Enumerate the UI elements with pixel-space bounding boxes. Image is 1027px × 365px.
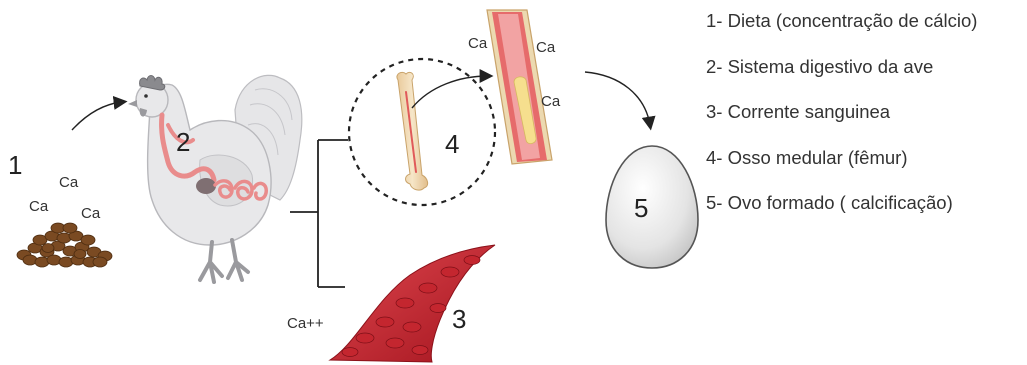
legend-item-digestive-system: 2- Sistema digestivo da ave bbox=[706, 54, 1024, 100]
femur-bone-small bbox=[397, 72, 428, 190]
arrow-bone-to-egg bbox=[585, 72, 650, 125]
bone-cross-section bbox=[487, 10, 552, 164]
bracket-connector bbox=[290, 140, 348, 287]
step-number-4: 4 bbox=[445, 129, 459, 160]
arrow-femur-to-section bbox=[412, 76, 488, 108]
step-number-1: 1 bbox=[8, 150, 22, 181]
legend-list: 1- Dieta (concentração de cálcio) 2- Sis… bbox=[706, 8, 1024, 236]
legend-item-egg-formed: 5- Ovo formado ( calcificação) bbox=[706, 190, 1024, 236]
legend-item-medullary-bone: 4- Osso medular (fêmur) bbox=[706, 145, 1024, 191]
egg-illustration bbox=[606, 146, 698, 268]
calcium-label: Ca bbox=[81, 205, 100, 222]
legend-item-bloodstream: 3- Corrente sanguinea bbox=[706, 99, 1024, 145]
hen-illustration bbox=[128, 75, 302, 282]
calcium-label: Ca bbox=[59, 174, 78, 191]
arrow-feed-to-hen bbox=[72, 102, 122, 130]
step-number-2: 2 bbox=[176, 127, 190, 158]
step-number-5: 5 bbox=[634, 193, 648, 224]
legend-item-diet: 1- Dieta (concentração de cálcio) bbox=[706, 8, 1024, 54]
calcium-label: Ca bbox=[29, 198, 48, 215]
calcium-label: Ca bbox=[536, 39, 555, 56]
calcium-ion-label: Ca++ bbox=[287, 315, 324, 332]
feed-pellets bbox=[17, 223, 112, 267]
calcium-label: Ca bbox=[468, 35, 487, 52]
step-number-3: 3 bbox=[452, 304, 466, 335]
calcium-label: Ca bbox=[541, 93, 560, 110]
blood-vessel bbox=[330, 245, 495, 362]
